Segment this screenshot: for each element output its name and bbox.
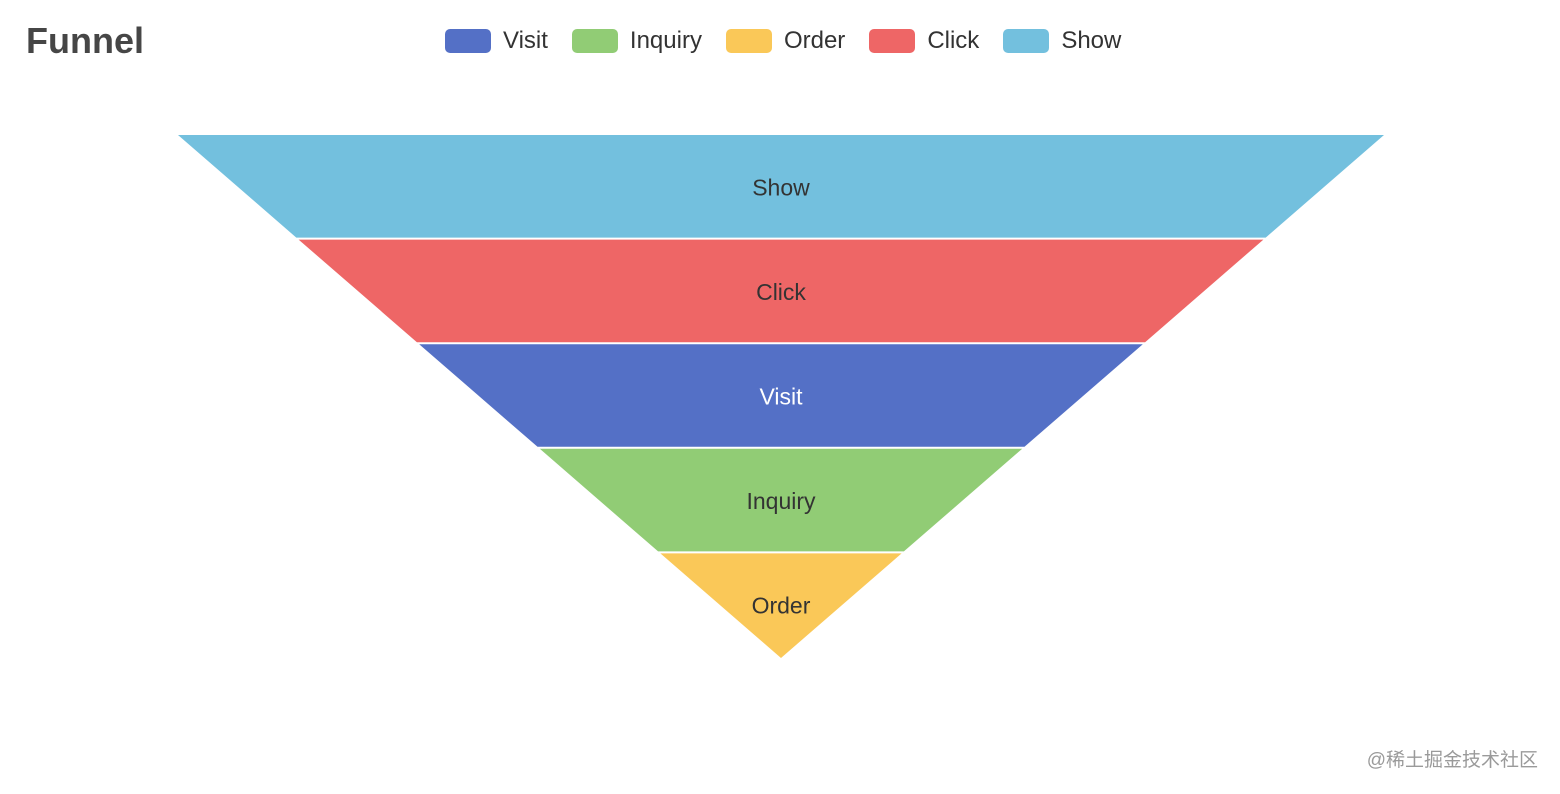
- chart-title: Funnel: [26, 20, 144, 61]
- legend-item-order[interactable]: Order: [725, 27, 846, 55]
- funnel-label-click: Click: [756, 279, 806, 305]
- funnel-label-inquiry: Inquiry: [746, 488, 816, 514]
- legend-label-click: Click: [927, 27, 980, 54]
- legend-swatch-inquiry: [571, 29, 618, 53]
- funnel-segment-order[interactable]: [660, 553, 902, 658]
- funnel-segment-show[interactable]: [178, 135, 1384, 238]
- legend-item-visit[interactable]: Visit: [445, 27, 548, 55]
- legend-item-inquiry[interactable]: Inquiry: [571, 27, 702, 55]
- watermark: @稀土掘金技术社区: [1366, 750, 1538, 771]
- legend-item-show[interactable]: Show: [1003, 27, 1121, 55]
- legend-label-order: Order: [783, 27, 846, 54]
- legend-swatch-order: [725, 29, 772, 53]
- legend-label-inquiry: Inquiry: [629, 27, 702, 54]
- legend-swatch-show: [1003, 29, 1050, 53]
- legend-label-show: Show: [1061, 27, 1122, 54]
- legend-swatch-click: [869, 29, 916, 53]
- funnel-segment-click[interactable]: [298, 239, 1264, 343]
- funnel-label-show: Show: [752, 174, 810, 200]
- funnel-segment-inquiry[interactable]: [539, 448, 1023, 552]
- funnel-segment-visit[interactable]: [419, 344, 1143, 447]
- funnel-label-visit: Visit: [759, 384, 803, 410]
- legend-swatch-visit: [445, 29, 491, 53]
- legend-label-visit: Visit: [503, 27, 548, 54]
- legend: Visit Inquiry Order Click Show: [445, 27, 1121, 55]
- legend-item-click[interactable]: Click: [869, 27, 979, 55]
- funnel-label-order: Order: [752, 593, 811, 619]
